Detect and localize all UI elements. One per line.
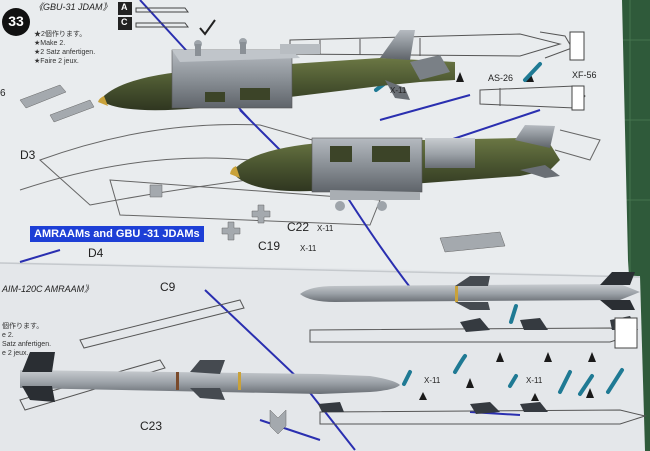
amraam-note-4: e 2 jeux. — [2, 350, 29, 357]
amraam-missile-1 — [300, 272, 640, 310]
paint-label-xf56: XF-56 — [572, 70, 597, 80]
make-note-3: ★2 Satz anfertigen. — [34, 49, 96, 56]
part-label-d4: D4 — [88, 246, 104, 260]
amraam-missile-2 — [20, 352, 400, 402]
part-label-x11-d: X-11 — [424, 376, 441, 385]
part-label-c19: C19 — [258, 239, 281, 253]
photo-caption: AMRAAMs and GBU -31 JDAMs — [30, 226, 204, 242]
part-label-6: 6 — [0, 88, 6, 99]
option-a-arrow — [135, 7, 189, 13]
make-note-4: ★Faire 2 jeux. — [34, 58, 79, 65]
part-label-c22: C22 — [287, 220, 310, 234]
section-number-badge — [2, 8, 30, 36]
loose-sprue-parts — [19, 84, 506, 435]
sheet-edge — [0, 262, 641, 278]
amraam-section-title: AIM-120C AMRAAM》 — [2, 284, 94, 294]
paint-box-b — [571, 85, 585, 111]
check-mark-icon — [199, 19, 216, 36]
paint-label-as26: AS-26 — [488, 73, 514, 83]
part-label-x11-e: X-11 — [526, 376, 543, 385]
jdam-bomb-2 — [230, 125, 560, 211]
jdam-bomb-1 — [98, 30, 455, 111]
amraam-note-2: e 2. — [2, 332, 14, 339]
part-label-c23: C23 — [140, 419, 163, 433]
part-label-d3: D3 — [20, 148, 36, 162]
option-a-box — [118, 2, 132, 15]
option-a-label: A — [121, 2, 128, 12]
make-note-2: ★Make 2. — [34, 40, 66, 47]
option-c-arrow — [135, 22, 189, 28]
section-title: 《GBU-31 JDAM》 — [34, 2, 112, 12]
option-c-box — [118, 17, 132, 30]
amraam-note-1: 個作ります。 — [2, 323, 44, 330]
part-label-x11-a: X-11 — [317, 224, 334, 233]
part-label-c9: C9 — [160, 280, 176, 294]
amraam-note-3: Satz anfertigen. — [2, 341, 52, 348]
paint-box-c — [614, 317, 638, 349]
part-label-x11-c: X-11 — [390, 86, 407, 95]
make-note-1: ★2個作ります。 — [34, 31, 87, 38]
paint-box-a — [569, 31, 585, 61]
option-c-label: C — [121, 17, 128, 27]
part-label-x11-b: X-11 — [300, 244, 317, 253]
section-number: 33 — [8, 13, 24, 29]
